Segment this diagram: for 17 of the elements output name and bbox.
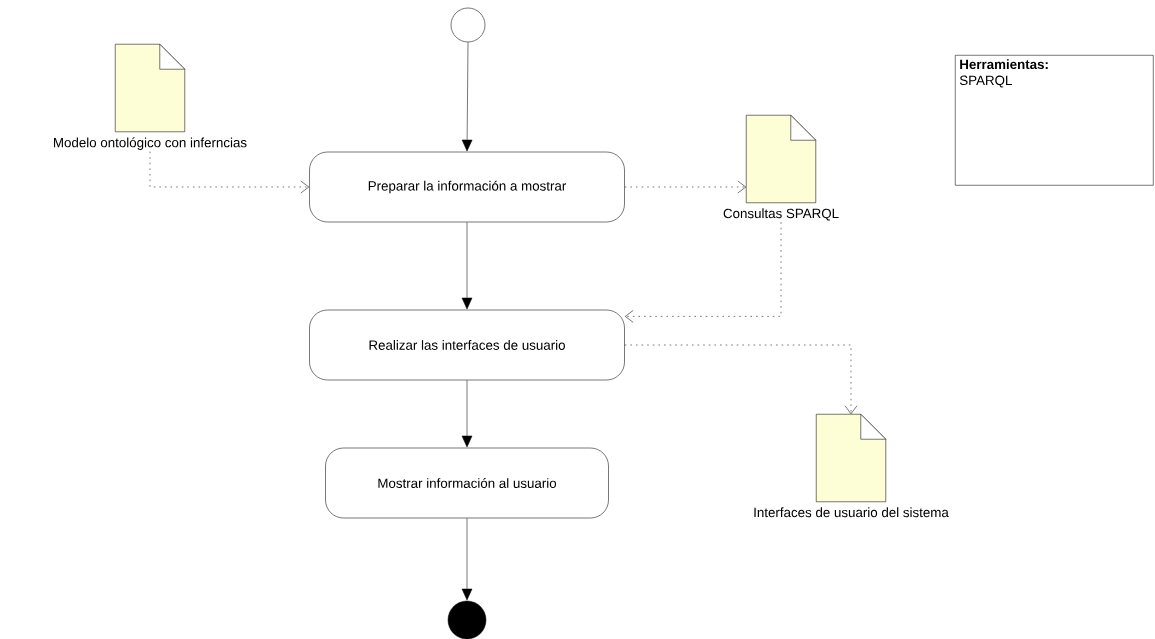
flow-arrow	[461, 42, 473, 152]
dependency-arrow	[624, 180, 747, 194]
document-label: Consultas SPARQL	[723, 208, 839, 221]
activity-box: Preparar la información a mostrar	[309, 151, 625, 223]
flow-arrow	[461, 380, 473, 448]
dependency-arrow	[624, 344, 858, 415]
dependency-arrow	[149, 151, 310, 194]
activity-box: Realizar las interfaces de usuario	[309, 309, 625, 381]
activity-box: Mostrar información al usuario	[325, 447, 609, 519]
note-box: Herramientas: SPARQL	[955, 55, 1154, 186]
end-node	[447, 600, 487, 639]
dependency-arrow	[624, 221, 782, 323]
document-label: Modelo ontológico con inferncias	[54, 137, 247, 150]
flow-arrow	[461, 518, 473, 601]
document-label: Interfaces de usuario del sistema	[754, 507, 949, 518]
flow-arrow	[461, 222, 473, 310]
start-node	[450, 7, 486, 43]
